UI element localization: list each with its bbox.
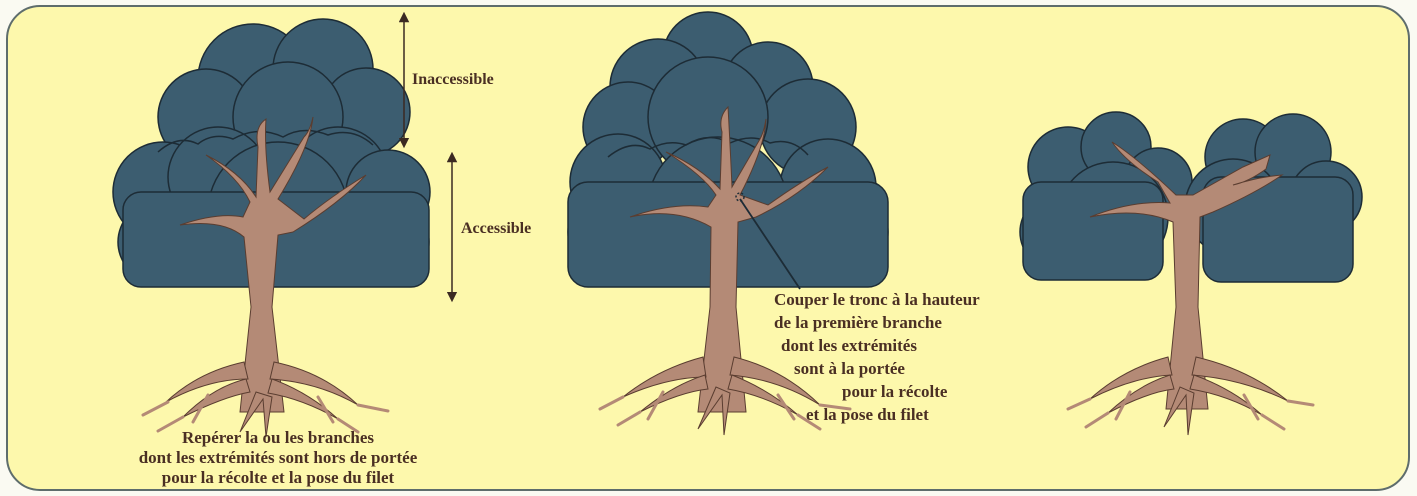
tree-pruning-illustration [8, 7, 1410, 491]
tree-after-cut [1020, 112, 1362, 435]
caption-middle-line-3: dont les extrémités [781, 336, 917, 356]
caption-middle-line-2: de la première branche [774, 313, 942, 333]
caption-left: Repérer la ou les branches dont les extr… [68, 428, 488, 488]
accessible-label: Accessible [461, 219, 531, 239]
caption-middle-line-1: Couper le tronc à la hauteur [774, 290, 980, 310]
tree-uncut [113, 17, 452, 437]
diagram-panel: Inaccessible Accessible Repérer la ou le… [6, 5, 1410, 491]
caption-left-line-1: Repérer la ou les branches [68, 428, 488, 448]
caption-left-line-2: dont les extrémités sont hors de portée [68, 448, 488, 468]
caption-middle-line-5: pour la récolte [842, 382, 947, 402]
caption-middle-line-4: sont à la portée [794, 359, 905, 379]
caption-left-line-3: pour la récolte et la pose du filet [68, 468, 488, 488]
caption-middle-line-6: et la pose du filet [806, 405, 929, 425]
inaccessible-label: Inaccessible [412, 70, 494, 90]
